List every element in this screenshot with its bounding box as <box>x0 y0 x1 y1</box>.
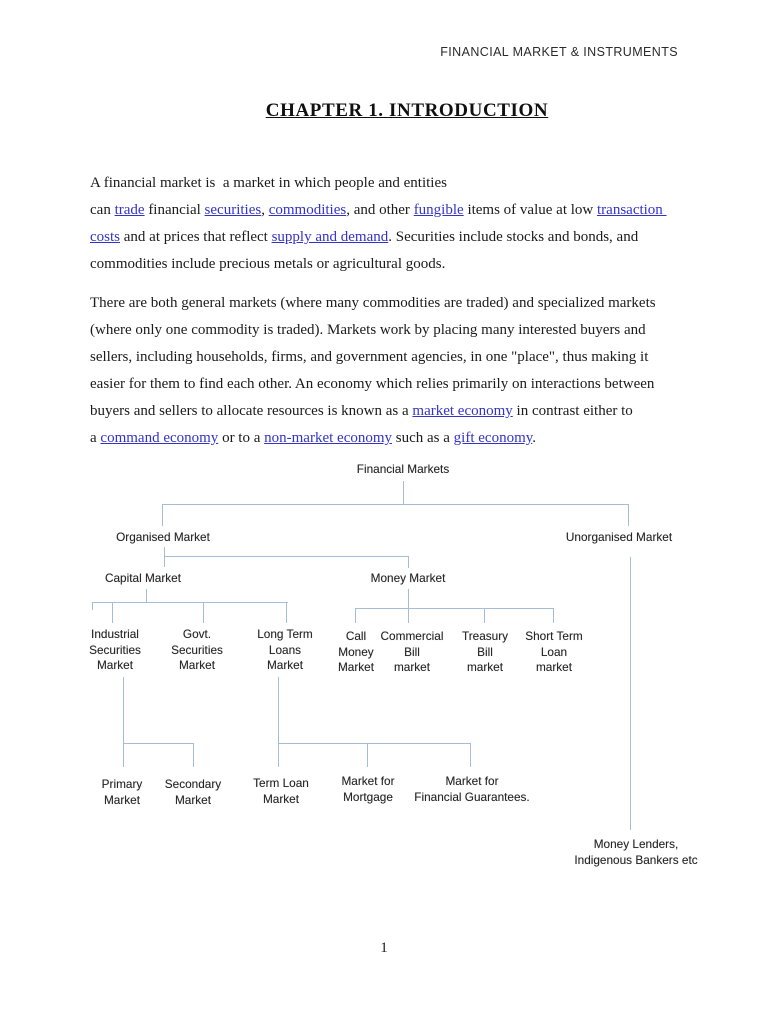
text-line: There are both general markets (where ma… <box>90 290 720 317</box>
connector-line <box>355 608 554 609</box>
connector-line <box>408 556 409 568</box>
text-run: commodities include precious metals or a… <box>90 256 446 272</box>
connector-line <box>123 743 124 767</box>
connector-line <box>162 504 629 505</box>
connector-line <box>112 602 113 623</box>
text-run: a <box>90 430 101 446</box>
text-run: (where only one commodity is traded). Ma… <box>90 322 646 338</box>
connector-line <box>193 743 194 767</box>
text-line: buyers and sellers to allocate resources… <box>90 398 720 425</box>
text-run: items of value at low <box>463 202 597 218</box>
connector-line <box>408 589 409 623</box>
text-line: sellers, including households, firms, an… <box>90 344 720 371</box>
text-run: can <box>90 202 115 218</box>
diagram-node-govt-securities-market: Govt. Securities Market <box>171 627 223 673</box>
paragraph-markets-description: There are both general markets (where ma… <box>90 290 720 452</box>
connector-line <box>162 504 163 526</box>
hyperlink[interactable]: supply and demand <box>271 229 389 245</box>
connector-line <box>470 743 471 767</box>
text-line: A financial market is a market in which … <box>90 170 720 197</box>
hyperlink[interactable]: non-market economy <box>264 430 393 446</box>
text-run: or to a <box>218 430 265 446</box>
connector-line <box>123 743 194 744</box>
connector-line <box>164 556 409 557</box>
connector-line <box>203 602 204 623</box>
page-number: 1 <box>380 940 388 956</box>
diagram-node-organised-market: Organised Market <box>116 530 210 544</box>
hyperlink[interactable]: commodities <box>268 202 347 218</box>
diagram-node-short-term-loan-market: Short Term Loan market <box>525 629 583 675</box>
text-run: easier for them to find each other. An e… <box>90 376 655 392</box>
running-header: FINANCIAL MARKET & INSTRUMENTS <box>440 45 678 59</box>
diagram-node-commercial-bill-market: Commercial Bill market <box>380 629 444 675</box>
hyperlink[interactable]: market economy <box>412 403 513 419</box>
diagram-node-market-for-mortgage: Market for Mortgage <box>341 774 395 804</box>
diagram-node-financial-markets: Financial Markets <box>356 462 450 476</box>
connector-line <box>355 608 356 623</box>
hyperlink[interactable]: transaction <box>597 202 667 218</box>
diagram-node-unorganised-market: Unorganised Market <box>565 530 673 544</box>
diagram-node-market-for-financial-guarantees: Market for Financial Guarantees. <box>414 774 530 804</box>
connector-line <box>403 481 404 504</box>
hyperlink[interactable]: securities <box>204 202 262 218</box>
chapter-title: CHAPTER 1. INTRODUCTION <box>265 100 549 121</box>
text-line: a command economy or to a non-market eco… <box>90 425 720 452</box>
hyperlink[interactable]: gift economy <box>453 430 533 446</box>
hyperlink[interactable]: trade <box>114 202 145 218</box>
diagram-node-treasury-bill-market: Treasury Bill market <box>461 629 509 675</box>
connector-line <box>630 557 631 830</box>
text-run: sellers, including households, firms, an… <box>90 349 649 365</box>
text-run: such as a <box>392 430 454 446</box>
diagram-node-call-money-market: Call Money Market <box>337 629 375 675</box>
connector-line <box>484 608 485 623</box>
text-line: costs and at prices that reflect supply … <box>90 224 720 251</box>
connector-line <box>367 743 368 767</box>
text-run: buyers and sellers to allocate resources… <box>90 403 413 419</box>
hyperlink[interactable]: fungible <box>413 202 464 218</box>
connector-line <box>553 608 554 623</box>
diagram-node-money-market: Money Market <box>370 571 446 585</box>
connector-line <box>628 504 629 526</box>
diagram-node-long-term-loans-market: Long Term Loans Market <box>257 627 313 673</box>
text-line: can trade financial securities, commodit… <box>90 197 720 224</box>
connector-line <box>92 602 288 603</box>
connector-line <box>286 602 287 623</box>
connector-line <box>278 743 279 767</box>
connector-line <box>123 677 124 743</box>
connector-line <box>278 677 279 743</box>
hyperlink[interactable]: costs <box>90 229 120 245</box>
connector-line <box>278 743 471 744</box>
hyperlink[interactable]: command economy <box>100 430 219 446</box>
diagram-node-industrial-securities-market: Industrial Securities Market <box>89 627 141 673</box>
connector-line <box>146 589 147 602</box>
text-run: . Securities include stocks and bonds, a… <box>388 229 639 245</box>
diagram-node-term-loan-market: Term Loan Market <box>253 776 309 806</box>
text-run: A financial market is a market in which … <box>90 175 447 191</box>
connector-line <box>92 602 93 610</box>
text-line: easier for them to find each other. An e… <box>90 371 720 398</box>
text-run: and at prices that reflect <box>120 229 272 245</box>
text-run: , and other <box>346 202 414 218</box>
text-line: commodities include precious metals or a… <box>90 251 720 278</box>
text-run: There are both general markets (where ma… <box>90 295 656 311</box>
diagram-node-capital-market: Capital Market <box>104 571 182 585</box>
text-line: (where only one commodity is traded). Ma… <box>90 317 720 344</box>
text-run: in contrast either to <box>512 403 633 419</box>
diagram-node-secondary-market: Secondary Market <box>164 777 222 807</box>
paragraph-intro-definition: A financial market is a market in which … <box>90 170 720 278</box>
text-run: , <box>261 202 269 218</box>
connector-line <box>164 556 165 567</box>
connector-line <box>164 547 165 556</box>
diagram-node-money-lenders: Money Lenders, Indigenous Bankers etc <box>574 837 698 867</box>
text-run: . <box>532 430 537 446</box>
diagram-node-primary-market: Primary Market <box>101 777 143 807</box>
text-run: financial <box>144 202 205 218</box>
